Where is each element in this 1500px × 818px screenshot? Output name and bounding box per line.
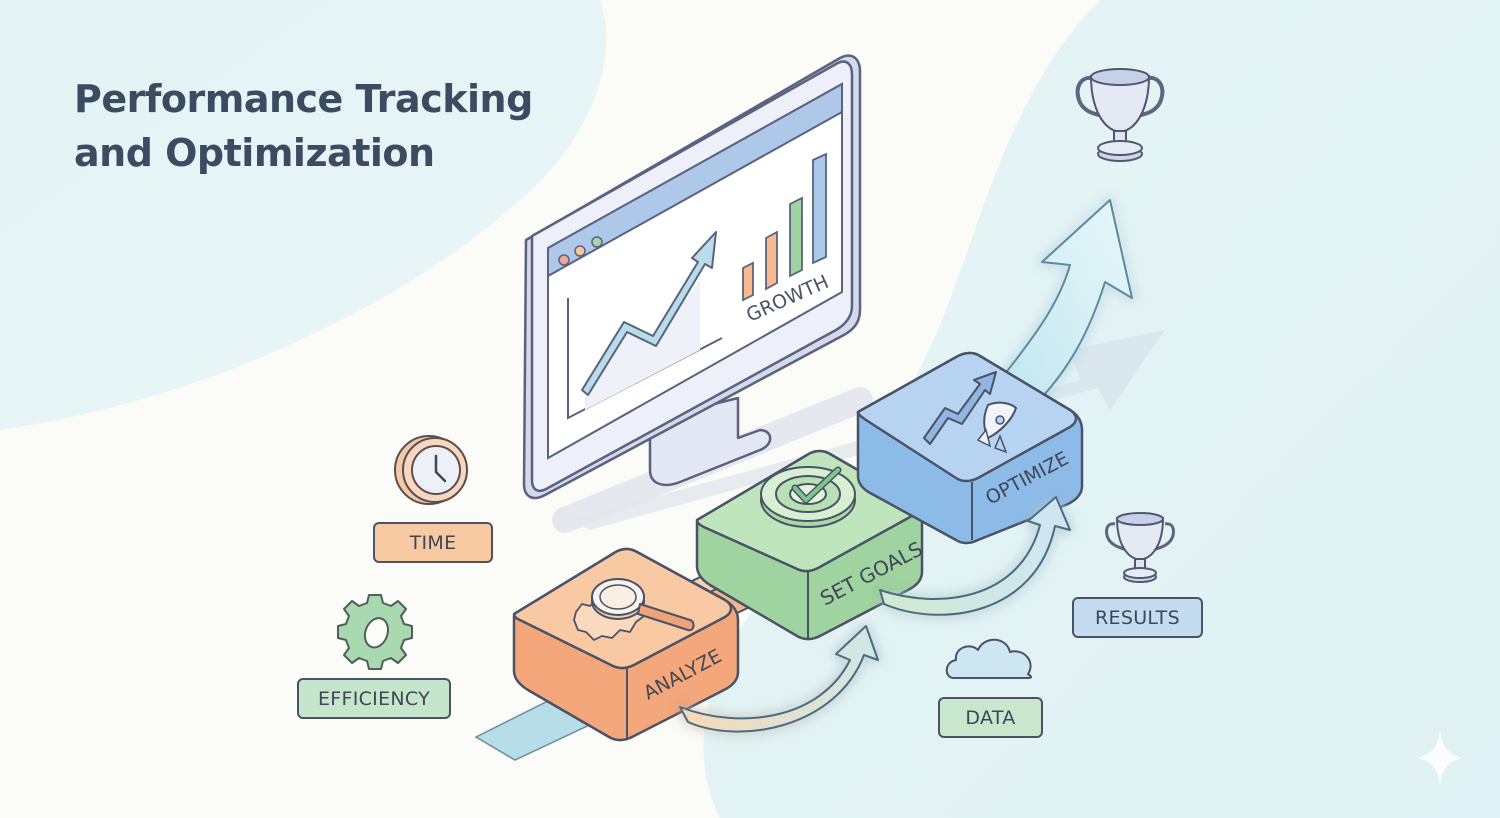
target-check-icon bbox=[760, 466, 856, 528]
page-title: Performance Tracking and Optimization bbox=[74, 72, 533, 180]
magnifier-gear-icon bbox=[573, 578, 695, 641]
results-label: RESULTS bbox=[1072, 597, 1203, 638]
curved-arrow-icon bbox=[679, 625, 879, 733]
trophy-icon bbox=[1105, 512, 1175, 583]
time-label: TIME bbox=[373, 522, 493, 563]
trophy-icon bbox=[1075, 68, 1165, 162]
clock-icon bbox=[394, 435, 468, 505]
data-label: DATA bbox=[938, 697, 1043, 738]
title-line-1: Performance Tracking bbox=[74, 77, 533, 121]
background-arrow-icon bbox=[570, 330, 1165, 530]
monitor: GROWTH bbox=[522, 54, 862, 500]
curved-arrow-icon bbox=[879, 496, 1071, 616]
trend-arrow-icon bbox=[581, 231, 717, 396]
cloud-icon bbox=[945, 638, 1033, 679]
bar-chart-icon bbox=[742, 152, 827, 302]
optimize-step[interactable]: OPTIMIZE bbox=[856, 351, 1084, 545]
efficiency-label: EFFICIENCY bbox=[297, 678, 451, 719]
sparkle-icon bbox=[1418, 730, 1462, 786]
gear-icon bbox=[337, 594, 413, 670]
title-line-2: and Optimization bbox=[74, 131, 435, 175]
rocket-trend-icon bbox=[923, 371, 1017, 454]
analyze-step[interactable]: ANALYZE bbox=[512, 547, 740, 742]
growth-arrow-icon bbox=[999, 199, 1133, 411]
